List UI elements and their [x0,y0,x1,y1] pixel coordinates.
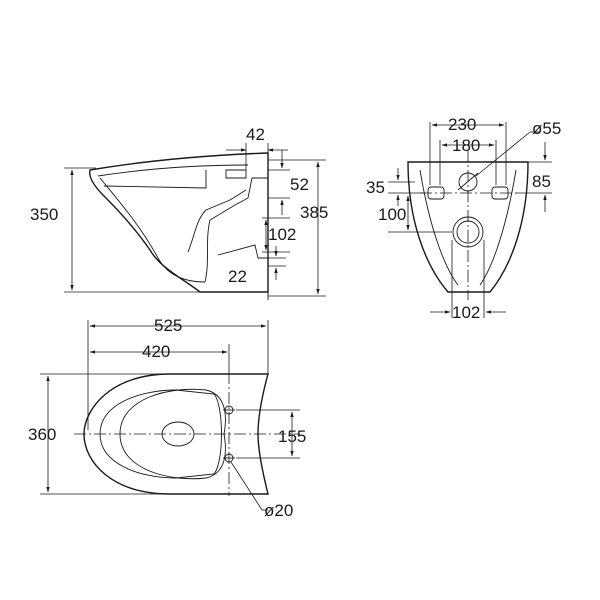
dim-155: 155 [278,427,306,446]
dim-52: 52 [290,175,309,194]
top-outline [83,373,269,495]
dim-385: 385 [300,203,328,222]
top-view: 525 420 360 155 ø20 [28,316,306,520]
dim-100: 100 [378,205,406,224]
dim-180: 180 [452,136,480,155]
dim-102-side: 102 [268,225,296,244]
side-trap [204,177,268,283]
dim-85: 85 [532,172,551,191]
dim-420: 420 [142,342,170,361]
side-bowl-inner [97,164,249,177]
dim-102-rear: 102 [452,303,480,322]
rear-view: 230 180 ø55 85 35 100 102 [366,115,561,322]
side-view: 350 385 42 52 102 22 [30,125,328,300]
dim-360: 360 [28,425,56,444]
rear-outline [407,161,529,293]
dim-35: 35 [366,178,385,197]
dim-22: 22 [228,267,247,286]
dim-230: 230 [448,115,476,134]
dim-350: 350 [30,205,58,224]
dim-525: 525 [154,316,182,335]
dim-42: 42 [246,125,265,144]
dim-d55: ø55 [532,119,561,138]
dim-d20: ø20 [264,501,293,520]
